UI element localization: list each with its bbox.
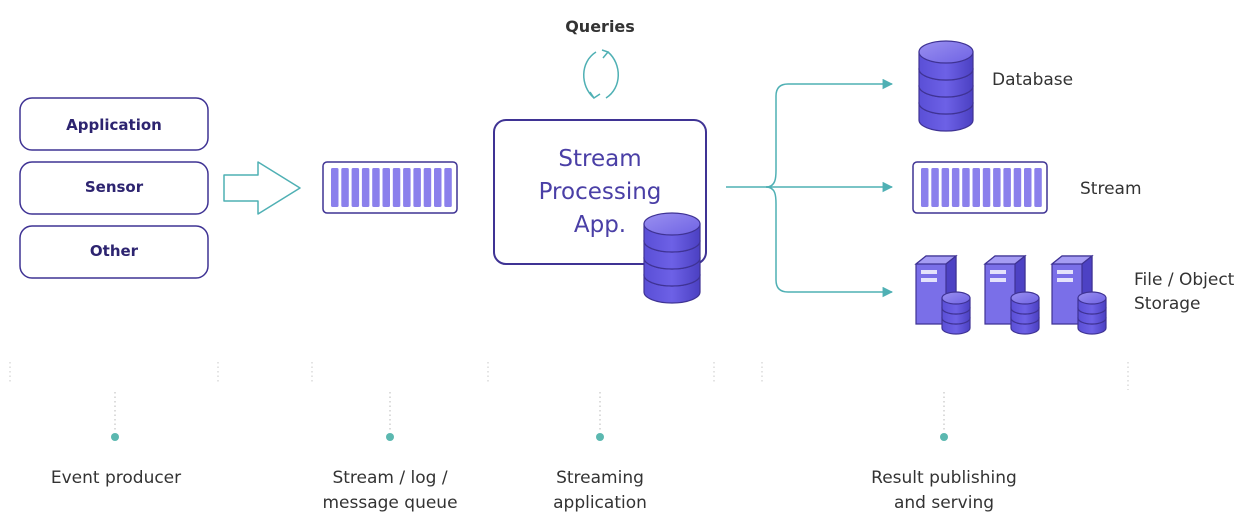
producer-application: Application — [19, 97, 209, 151]
producer-other: Other — [19, 225, 209, 279]
producer-application-label: Application — [66, 116, 162, 134]
refresh-cycle-icon — [583, 49, 619, 100]
stage-markers — [111, 392, 948, 441]
stage-streaming-label-line-2: application — [553, 493, 647, 513]
producer-sensor-label: Sensor — [85, 178, 144, 196]
stage-queue-label-line-2: message queue — [322, 493, 457, 513]
queries-label: Queries — [565, 17, 635, 36]
app-label-line-3: App. — [574, 212, 626, 238]
app-label-line-2: Processing — [539, 179, 662, 205]
app-label-line-1: Stream — [558, 146, 641, 172]
stage-result-label-line-1: Result publishing — [871, 468, 1017, 488]
database-icon — [918, 40, 974, 132]
producer-other-label: Other — [90, 242, 139, 260]
file-storage-icon — [914, 254, 1107, 335]
output-connectors — [726, 78, 894, 298]
output-database-label: Database — [992, 70, 1073, 90]
flow-arrow-icon — [223, 161, 301, 215]
stage-separators — [9, 362, 1129, 390]
output-stream-label: Stream — [1080, 179, 1142, 199]
stage-streaming-label-line-1: Streaming — [556, 468, 644, 488]
stage-queue-label-line-1: Stream / log / — [332, 468, 447, 488]
stage-result-label-line-2: and serving — [894, 493, 994, 513]
message-queue-icon — [322, 161, 458, 214]
output-storage-label-line-1: File / Object — [1134, 270, 1235, 290]
output-stream-icon — [912, 161, 1048, 214]
stage-event-producer-label: Event producer — [51, 468, 181, 488]
producer-sensor: Sensor — [19, 161, 209, 215]
output-storage-label-line-2: Storage — [1134, 294, 1201, 314]
app-database-icon — [643, 212, 701, 304]
